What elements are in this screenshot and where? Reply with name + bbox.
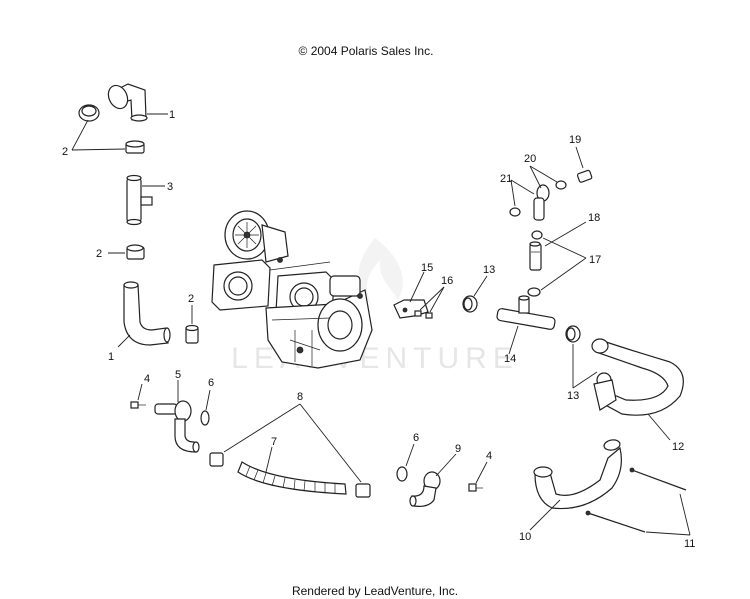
callout-4a: 4 [144, 373, 150, 385]
tee-fitting[interactable] [126, 174, 153, 226]
callout-13a: 13 [483, 264, 495, 276]
callout-6a: 6 [208, 377, 214, 389]
callout-4b: 4 [486, 450, 492, 462]
callout-6b: 6 [413, 432, 419, 444]
callout-13b: 13 [567, 390, 579, 402]
washer-21[interactable] [509, 207, 521, 217]
coupler-part8-left[interactable] [209, 452, 224, 467]
tee-fitting-right[interactable] [496, 295, 556, 330]
callout-7: 7 [271, 436, 277, 448]
callout-1b: 1 [108, 351, 114, 363]
corrugated-hose[interactable] [237, 461, 347, 495]
clamp-upper[interactable] [629, 467, 687, 491]
coupler-top[interactable] [78, 104, 100, 122]
hose-part10[interactable] [533, 439, 622, 510]
fitting-19[interactable] [576, 169, 593, 183]
watermark-flame-icon [358, 238, 403, 305]
o-ring-left[interactable] [200, 410, 210, 426]
callout-17: 17 [589, 254, 601, 266]
callout-2c: 2 [188, 293, 194, 305]
bolt-center[interactable] [468, 483, 483, 492]
bracket[interactable] [393, 299, 429, 319]
callout-2b: 2 [96, 248, 102, 260]
elbow-hose-lower[interactable] [123, 281, 171, 346]
callout-19: 19 [569, 134, 581, 146]
bolt-left[interactable] [130, 401, 146, 409]
engine-assembly[interactable] [211, 210, 373, 369]
coupler-lower[interactable] [126, 244, 145, 260]
callout-8: 8 [297, 391, 303, 403]
callout-20: 20 [524, 153, 536, 165]
small-coupler-17-top[interactable] [531, 230, 543, 240]
banjo-fitting-20[interactable] [533, 184, 550, 221]
callout-11: 11 [684, 538, 695, 550]
pipe-fitting-18[interactable] [529, 241, 542, 271]
elbow-fitting-small[interactable] [409, 471, 441, 507]
coupler-part13-right[interactable] [565, 325, 581, 343]
callout-9: 9 [455, 443, 461, 455]
small-coupler-17-bottom[interactable] [527, 287, 541, 297]
elbow-hose-top[interactable] [105, 82, 148, 122]
coupler-part13-center[interactable] [462, 295, 478, 313]
callout-21: 21 [500, 173, 512, 185]
footer-text: Rendered by LeadVenture, Inc. [292, 584, 458, 598]
callout-2a: 2 [62, 146, 68, 158]
callout-18: 18 [588, 212, 600, 224]
clamp-lower[interactable] [585, 510, 646, 533]
coupler-small[interactable] [185, 324, 199, 344]
o-ring-center[interactable] [396, 466, 408, 482]
callout-3: 3 [167, 181, 173, 193]
callout-10: 10 [519, 531, 531, 543]
hose-part12[interactable] [591, 338, 684, 416]
elbow-fitting[interactable] [154, 400, 200, 453]
callout-16: 16 [441, 275, 453, 287]
washer-20[interactable] [555, 180, 567, 190]
callout-12: 12 [672, 441, 684, 453]
coupler-part8-right[interactable] [355, 483, 371, 498]
callout-15: 15 [421, 262, 433, 274]
callout-1a: 1 [169, 109, 175, 121]
screws[interactable] [414, 310, 433, 319]
callout-14: 14 [504, 353, 516, 365]
copyright-text: © 2004 Polaris Sales Inc. [299, 44, 434, 58]
callout-5: 5 [175, 369, 181, 381]
coupler-mid[interactable] [125, 140, 145, 154]
